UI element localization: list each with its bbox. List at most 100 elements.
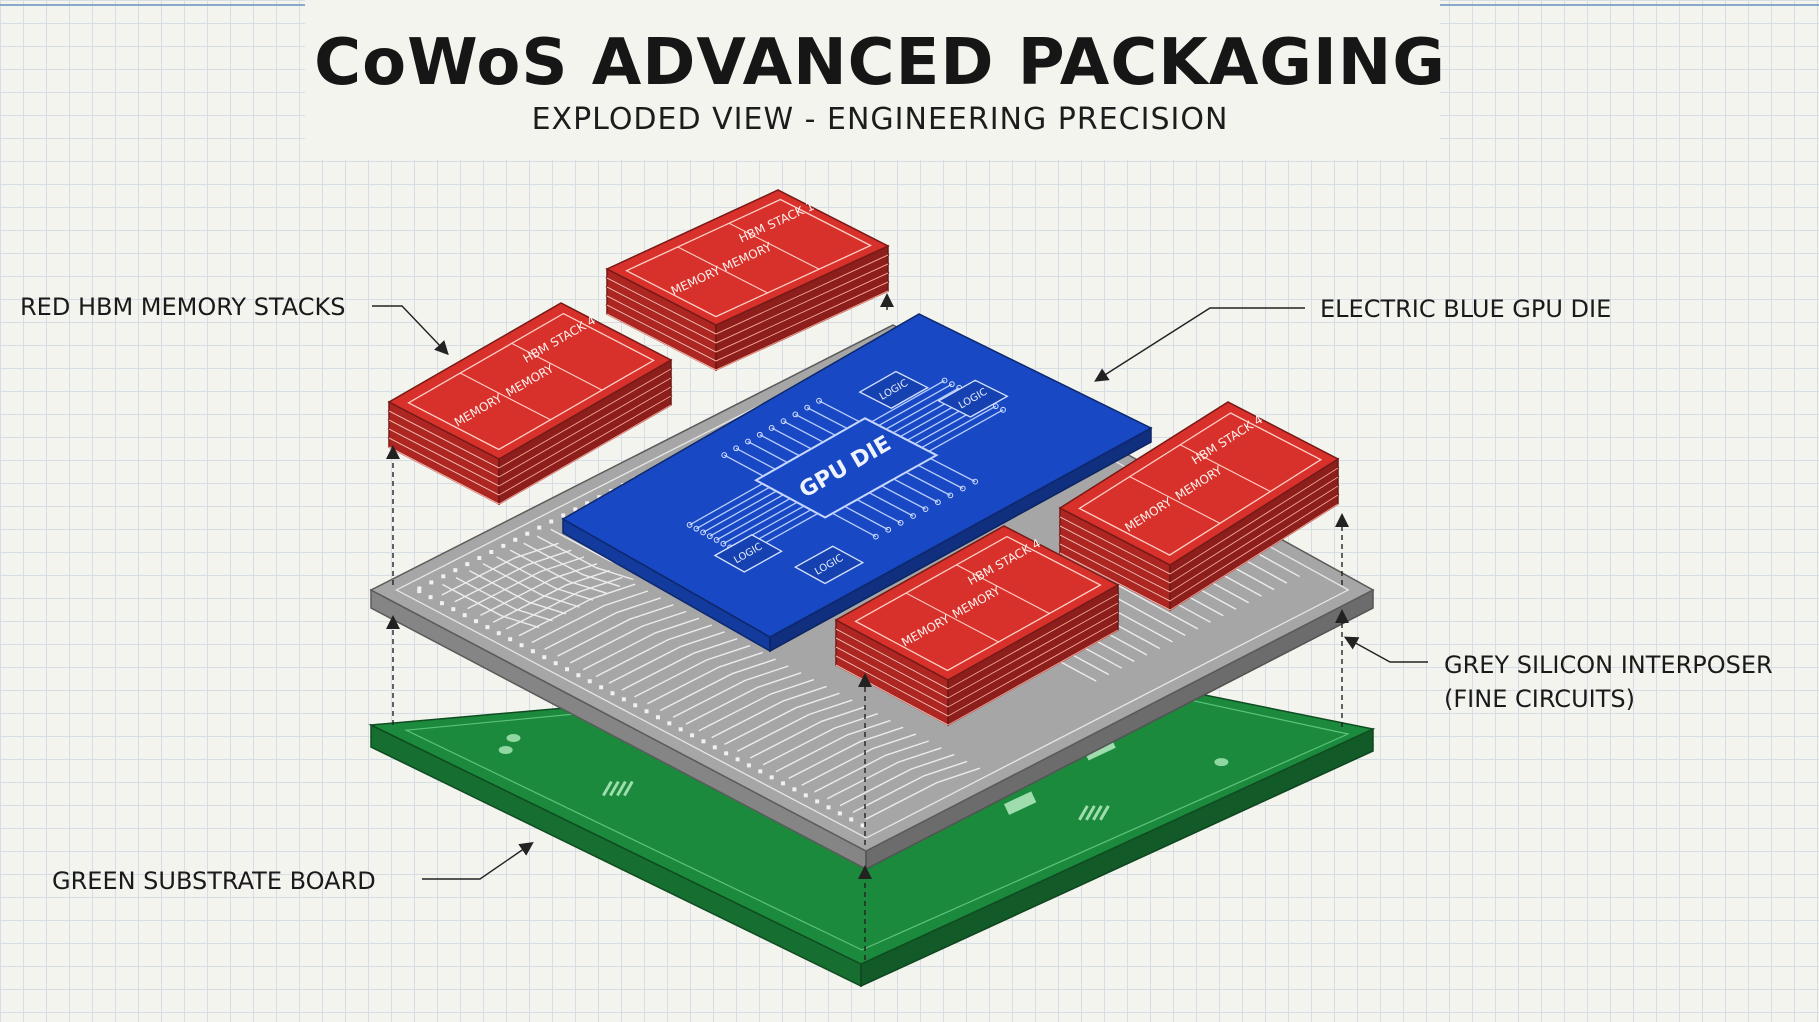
- interposer-bump: [513, 537, 518, 542]
- callout-interposer: GREY SILICON INTERPOSER (FINE CIRCUITS): [1444, 648, 1773, 716]
- gpu-via: [872, 533, 879, 540]
- hbm-layer-edge: [388, 419, 500, 478]
- interposer-trace: [544, 597, 661, 650]
- interposer-trace: [762, 713, 878, 766]
- interposer-trace: [814, 740, 930, 793]
- hbm-layer-edge: [947, 593, 1119, 690]
- interposer-bump: [525, 531, 530, 536]
- gpu-trace: [716, 498, 791, 541]
- interposer-bump: [508, 637, 513, 642]
- hbm-layer-edge: [606, 286, 717, 344]
- hbm-cell-divider: [1129, 476, 1221, 524]
- callout-leader: [1094, 307, 1305, 382]
- callout-interposer-line2: (FINE CIRCUITS): [1444, 685, 1635, 713]
- hbm-layer-edge: [388, 446, 500, 505]
- hbm-layer-edge: [1059, 534, 1171, 593]
- gpu-via: [804, 404, 811, 411]
- hbm-layer-edge: [1169, 467, 1339, 575]
- substrate-pad: [506, 734, 521, 743]
- hbm-layer-top: [605, 189, 890, 326]
- gpu-trace: [702, 490, 777, 534]
- interposer-bump: [610, 691, 615, 696]
- interposer-trace: [749, 706, 866, 759]
- interposer-trace: [557, 604, 674, 657]
- callout-interposer-line1: GREY SILICON INTERPOSER: [1444, 651, 1773, 679]
- hbm-cell-divider: [511, 342, 603, 391]
- interposer-bump: [746, 763, 751, 768]
- interposer-trace: [569, 610, 687, 664]
- interposer-trace: [775, 719, 891, 773]
- hbm-top-outline: [407, 312, 655, 451]
- interposer-trace: [509, 549, 607, 594]
- substrate-pad: [1214, 758, 1229, 767]
- hbm-layer-edge: [388, 410, 500, 469]
- interposer-bump: [519, 643, 524, 648]
- interposer-border-trace: [394, 337, 1350, 839]
- hbm-layer-edge: [498, 377, 672, 478]
- interposer-trace: [634, 644, 751, 698]
- interposer-trace: [698, 678, 815, 732]
- gpu-via: [972, 478, 979, 485]
- hbm-layer-top: [834, 525, 1120, 681]
- interposer-bump: [644, 709, 649, 714]
- hbm-cell-divider: [905, 592, 999, 643]
- interposer-bump: [860, 823, 865, 828]
- gpu-trace: [921, 405, 997, 449]
- interposer-trace: [724, 692, 840, 746]
- interposer-trace: [801, 733, 917, 786]
- interposer-bump: [849, 817, 854, 822]
- hbm-layer-edge: [1169, 503, 1339, 611]
- gpu-via: [713, 537, 720, 543]
- interposer-trace: [442, 583, 540, 629]
- hbm-layer-edge: [498, 368, 672, 469]
- interposer-trace: [788, 726, 904, 780]
- interposer-trace: [469, 570, 567, 615]
- interposer-bump: [655, 715, 660, 720]
- hbm-layer-edge: [606, 304, 717, 362]
- interposer-bump: [724, 751, 729, 756]
- interposer-bump: [417, 589, 422, 594]
- gpu-logic-block: [793, 545, 865, 585]
- interposer-bump: [501, 543, 506, 548]
- gpu-trace: [856, 499, 901, 524]
- hbm-layer-edge: [947, 611, 1119, 708]
- interposer-bump: [496, 631, 501, 636]
- hbm-layer-edge: [835, 628, 949, 690]
- gpu-via: [885, 526, 892, 533]
- gpu-trace: [930, 457, 976, 483]
- interposer-bump: [803, 793, 808, 798]
- gpu-via: [686, 522, 693, 528]
- interposer-trace: [736, 699, 853, 752]
- gpu-via: [816, 397, 822, 404]
- gpu-trace: [747, 440, 788, 464]
- hbm-cell-divider: [1179, 444, 1271, 493]
- gpu-trace: [723, 501, 798, 545]
- gpu-trace: [878, 383, 953, 427]
- gpu-trace: [918, 464, 964, 490]
- gpu-trace: [868, 492, 914, 517]
- interposer-bump: [485, 625, 490, 630]
- gpu-via: [941, 377, 948, 384]
- hbm-layer-edge: [715, 272, 889, 353]
- guide-arrows: [386, 293, 1349, 960]
- page-subtitle: EXPLODED VIEW - ENGINEERING PRECISION: [531, 102, 1229, 137]
- gpu-trace: [696, 486, 770, 530]
- hbm-layer-edge: [835, 646, 949, 708]
- gpu-via: [959, 485, 966, 492]
- gpu-logic-block: [713, 534, 783, 573]
- gpu-via: [1000, 406, 1006, 413]
- interposer-trace: [608, 631, 725, 684]
- callout-hbm-memory-stacks: RED HBM MEMORY STACKS: [20, 293, 346, 321]
- interposer-trace: [492, 569, 610, 623]
- gpu-trace: [771, 427, 812, 450]
- callout-leader: [422, 842, 534, 880]
- interposer-bump: [489, 549, 494, 554]
- interposer-bump: [561, 513, 566, 518]
- gpu-via: [706, 533, 713, 540]
- interposer-bump: [781, 781, 786, 786]
- interposer-bump: [587, 679, 592, 684]
- hbm-cell-divider: [459, 372, 551, 421]
- interposer-bump: [417, 586, 422, 591]
- interposer-trace: [659, 658, 776, 712]
